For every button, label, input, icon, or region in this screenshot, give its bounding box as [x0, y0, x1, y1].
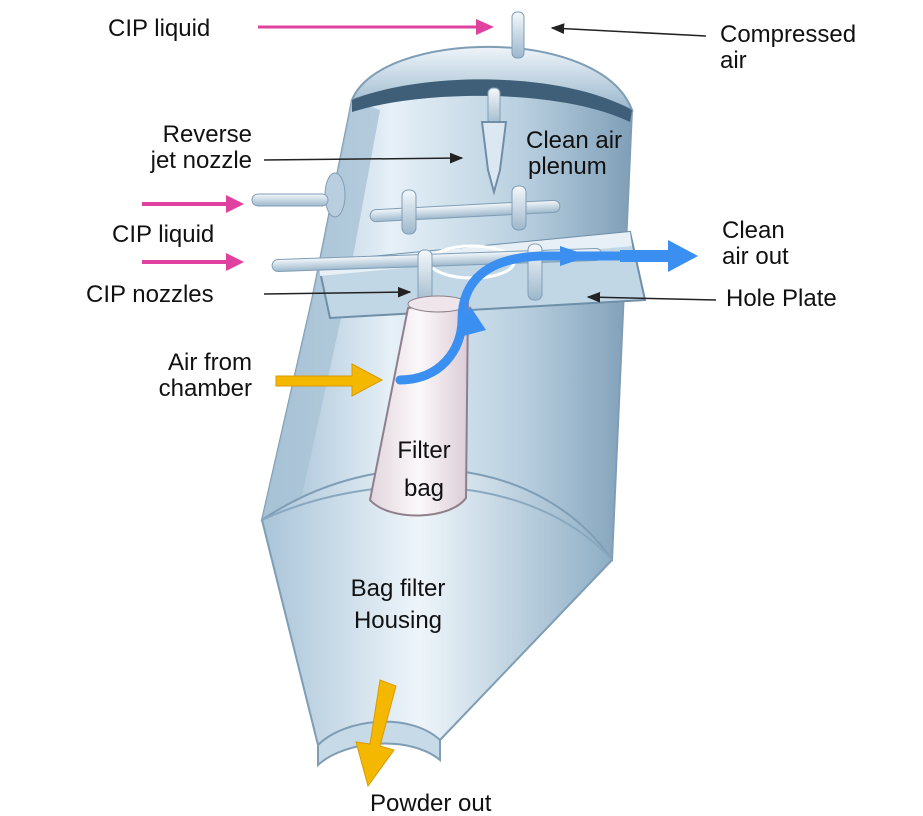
label-powder-out: Powder out	[370, 790, 492, 811]
clean-air-arrowhead-1	[456, 306, 486, 338]
label-reverse-jet-line1: Reverse	[163, 121, 252, 148]
side-port	[324, 172, 346, 218]
label-clean-air-plenum-line1: Clean air	[526, 127, 622, 154]
label-air-from-chamber-line2: chamber	[159, 375, 252, 402]
pointer-compressed-air	[550, 23, 707, 37]
pointer-reverse-jet	[263, 152, 464, 164]
label-compressed-air-line2: air	[720, 47, 747, 74]
powder-out-arrow	[355, 679, 397, 788]
cip-liquid-arrowhead-top	[476, 19, 494, 35]
clean-air-path	[395, 251, 625, 385]
clean-air-arrowhead-2	[560, 246, 590, 266]
label-clean-air-out-line2: air out	[722, 243, 789, 270]
label-filter-bag-line1: Filter	[397, 437, 450, 464]
label-air-from-chamber-line1: Air from	[168, 349, 252, 376]
label-cip-nozzles: CIP nozzles	[86, 281, 214, 308]
clean-air-out-arrow	[620, 240, 698, 272]
cip-liquid-arrowhead-1	[226, 195, 244, 213]
label-housing-line2: Housing	[354, 607, 442, 634]
label-housing-line1: Bag filter	[351, 575, 446, 602]
label-compressed-air-line1: Compressed	[720, 21, 856, 48]
dome-rim	[352, 79, 632, 122]
label-reverse-jet-line2: jet nozzle	[150, 147, 252, 174]
filter-bag	[368, 295, 470, 517]
label-clean-air-plenum-line2: plenum	[528, 153, 607, 180]
label-cip-liquid-mid: CIP liquid	[112, 221, 214, 248]
label-clean-air-out-line1: Clean	[722, 217, 785, 244]
label-filter-bag-line2: bag	[404, 475, 444, 502]
reverse-jet-nozzle-shape	[480, 121, 508, 196]
pointer-cip-nozzles	[263, 286, 412, 298]
cip-liquid-arrowhead-2	[226, 253, 244, 271]
label-cip-liquid-top: CIP liquid	[108, 15, 210, 42]
pointer-hole-plate	[586, 291, 717, 303]
air-in-arrow	[275, 363, 384, 397]
label-hole-plate: Hole Plate	[726, 285, 837, 312]
housing-shade-left	[262, 100, 380, 520]
